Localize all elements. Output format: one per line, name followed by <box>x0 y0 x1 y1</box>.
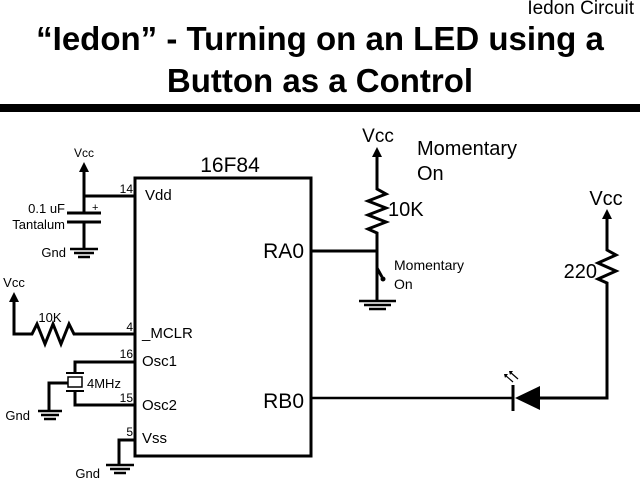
vss-ground-circuit: Gnd <box>75 438 135 480</box>
button-caption-line-2: On <box>417 163 444 185</box>
resistor-220-icon <box>539 217 620 400</box>
vcc-label-vdd: Vcc <box>74 146 94 160</box>
ground-icon <box>70 247 98 259</box>
vcc-arrow-icon <box>9 292 19 302</box>
chip-name: 16F84 <box>200 154 260 177</box>
pin-number-vdd: 14 <box>120 182 134 196</box>
switch-label-line-2: On <box>394 276 413 292</box>
ground-icon <box>359 299 396 311</box>
vcc-arrow-icon <box>602 209 612 219</box>
led-circuit: Vcc 220 <box>311 188 623 411</box>
chip-body <box>133 176 313 458</box>
pic-chip: 16F84 Vdd _MCLR Osc1 Osc2 Vss RA0 RB0 14… <box>120 154 313 458</box>
ground-icon <box>106 463 134 475</box>
reset-resistor-value: 10K <box>38 310 61 325</box>
gnd-label-cap: Gnd <box>41 245 66 260</box>
pin-label-osc2: Osc2 <box>142 397 177 414</box>
pin-label-mclr: _MCLR <box>141 325 193 342</box>
gnd-label-vss: Gnd <box>75 466 100 480</box>
pin-number-mclr: 4 <box>126 320 133 334</box>
pin-number-osc1: 16 <box>120 347 134 361</box>
crystal-oscillator-circuit: 4MHz Gnd <box>5 360 135 423</box>
pin-number-osc2: 15 <box>120 391 134 405</box>
vcc-label-button: Vcc <box>362 126 394 147</box>
button-circuit: Vcc Momentary On 10K Momentary On <box>311 126 517 311</box>
slide-title-line-1: “Iedon” - Turning on an LED using a <box>36 20 604 57</box>
pin-label-rb0: RB0 <box>263 390 304 413</box>
pullup-resistor-value: 10K <box>388 199 424 221</box>
pin-label-vss: Vss <box>142 430 167 447</box>
decoupling-capacitor-circuit: Vcc + 0.1 uF Tantalum Gnd <box>12 146 135 260</box>
gnd-label-crystal: Gnd <box>5 408 30 423</box>
capacitor-value: 0.1 uF <box>28 201 65 216</box>
pushbutton-icon <box>375 267 386 300</box>
wire-osc1 <box>73 360 135 373</box>
resistor-10k-pullup-icon <box>363 155 391 282</box>
led-resistor-value: 220 <box>564 261 597 283</box>
slide-corner-label: Iedon Circuit <box>527 0 634 19</box>
switch-label-line-1: Momentary <box>394 257 464 273</box>
reset-pullup-circuit: Vcc 10K <box>3 275 135 349</box>
slide-title-line-2: Button as a Control <box>166 62 474 99</box>
title-divider <box>0 104 640 112</box>
crystal-icon <box>67 376 83 388</box>
crystal-value: 4MHz <box>87 376 121 391</box>
vcc-arrow-icon <box>372 147 382 157</box>
button-caption-line-1: Momentary <box>417 138 517 160</box>
capacitor-polarity: + <box>92 202 98 214</box>
capacitor-type: Tantalum <box>12 217 65 232</box>
resistor-10k-icon <box>12 300 135 349</box>
pin-number-vss: 5 <box>126 425 133 439</box>
wire-crystal-gnd <box>47 381 68 410</box>
pin-label-ra0: RA0 <box>263 240 304 263</box>
led-icon <box>504 371 540 411</box>
pin-label-osc1: Osc1 <box>142 353 177 370</box>
wire-osc2 <box>73 391 135 407</box>
vcc-arrow-icon <box>79 162 89 172</box>
wire-vss <box>117 438 135 464</box>
vcc-label-led: Vcc <box>589 188 622 210</box>
vcc-label-reset: Vcc <box>3 275 25 290</box>
ground-icon <box>38 409 62 421</box>
pin-label-vdd: Vdd <box>145 187 172 204</box>
